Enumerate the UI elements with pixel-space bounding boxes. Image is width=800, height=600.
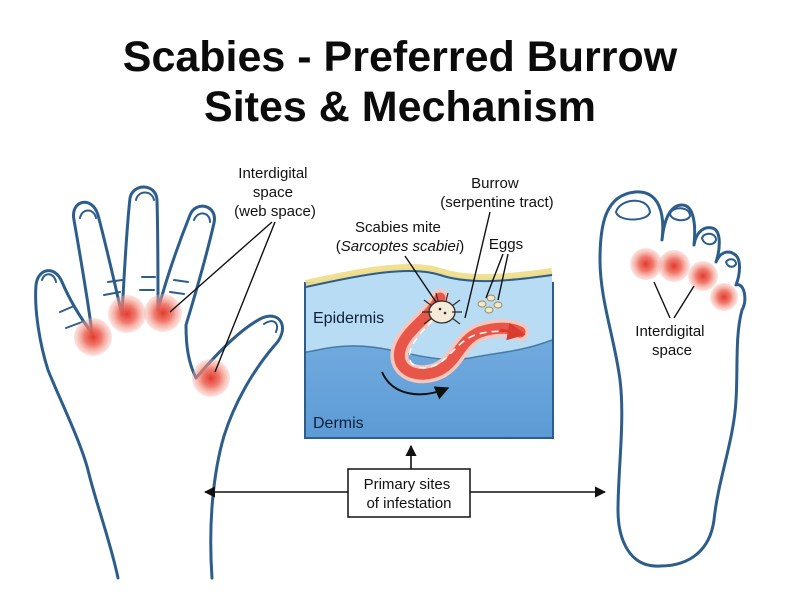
foot-leader-line	[653, 281, 695, 319]
hand-illustration	[34, 185, 284, 580]
eggs-label: Eggs	[489, 236, 523, 253]
hand-hotspot	[144, 294, 182, 332]
mite-leader-line	[404, 255, 437, 303]
foot-outline	[598, 190, 747, 568]
primary-sites-label: Primary sites of infestation	[364, 476, 455, 512]
hand-interdigital-label: Interdigital space (web space)	[234, 165, 316, 220]
burrow-direction-arrow	[499, 322, 526, 341]
title-line-2: Sites & Mechanism	[204, 83, 596, 131]
hand-hotspot	[74, 318, 112, 356]
primary-sites-box	[347, 468, 471, 518]
hand-crease	[59, 276, 189, 329]
burrow-tract-core	[393, 292, 526, 380]
foot-interdigital-label: Interdigital space	[635, 323, 708, 359]
curved-arrow-icon	[381, 371, 450, 400]
foot-nail	[614, 199, 738, 268]
foot-hotspot	[710, 283, 738, 311]
eggs-leader-line	[485, 253, 509, 301]
foot-hotspot	[658, 250, 690, 282]
burrow-leader-line	[464, 211, 491, 319]
hand-hotspot	[108, 295, 146, 333]
hand-leader-line	[169, 221, 276, 373]
foot-hotspot	[688, 261, 718, 291]
stratum-corneum	[305, 263, 553, 288]
diagram-title: Scabies - Preferred Burrow Sites & Mecha…	[0, 32, 800, 132]
foot-hotspot	[630, 248, 662, 280]
scabies-mite-icon	[422, 292, 462, 325]
skin-cross-section	[304, 263, 554, 439]
epidermis-label: Epidermis	[313, 310, 384, 327]
hand-hotspot	[192, 359, 230, 397]
eggs-icon	[477, 294, 503, 314]
burrow-label: Burrow (serpentine tract)	[440, 175, 553, 211]
foot-illustration	[598, 190, 747, 568]
dermis-label: Dermis	[313, 415, 364, 432]
skin-surface-line	[305, 269, 553, 288]
hand-outline	[34, 185, 284, 580]
hand-nail	[41, 191, 278, 333]
dermo-epidermal-junction	[305, 339, 553, 361]
title-line-1: Scabies - Preferred Burrow	[122, 33, 678, 81]
burrow-dashed-path	[408, 299, 516, 369]
mite-label: Scabies mite (Sarcoptes scabiei)	[336, 219, 464, 255]
